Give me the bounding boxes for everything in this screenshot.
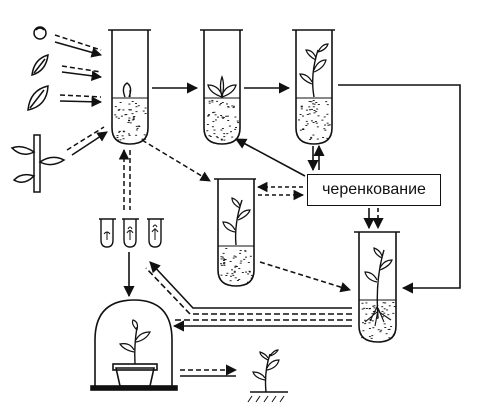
- arrow-tube3-to-rooting: [338, 84, 461, 294]
- nutrient-medium: [206, 100, 240, 141]
- test-tube-rooting: [354, 231, 400, 343]
- explant-stem-cutting-icon: [10, 134, 66, 193]
- arrow-tube1-to-middle: [141, 139, 211, 182]
- arrows-rooting-to-small-tubes: [145, 261, 352, 315]
- arrows-cutting-to-rooting: [363, 208, 384, 230]
- test-tube-middle-shoot: [214, 178, 256, 287]
- cutting-label-box: черенкование: [307, 174, 441, 206]
- nutrient-medium: [361, 302, 396, 339]
- test-tube-grown-shoot: [292, 29, 335, 145]
- explant-leaf-small-icon: [31, 53, 49, 77]
- arrows-tube3-to-cutting: [307, 144, 325, 172]
- nutrient-medium: [220, 248, 253, 283]
- arrows-small-tubes-to-tube1: [118, 148, 131, 210]
- explant-leaf-large-icon: [27, 85, 49, 111]
- arrows-greenhouse-to-field: [180, 364, 238, 377]
- small-test-tubes: [99, 218, 164, 248]
- field-plant-icon: [247, 349, 288, 403]
- nutrient-medium: [298, 100, 331, 140]
- test-tube-explant: [108, 29, 151, 145]
- arrow-cutting-to-tube3: [235, 138, 306, 177]
- arrow-middle-to-rooting: [259, 261, 352, 293]
- nutrient-medium: [114, 101, 147, 141]
- explant-seed-icon: [33, 26, 47, 40]
- greenhouse-bell-jar: [90, 299, 178, 391]
- arrows-explants-to-tube: [54, 34, 108, 156]
- cutting-label: черенкование: [322, 181, 426, 198]
- arrows-rooting-to-greenhouse: [172, 319, 352, 332]
- arrows-cutting-middle: [256, 181, 305, 201]
- test-tube-shoots: [200, 29, 243, 145]
